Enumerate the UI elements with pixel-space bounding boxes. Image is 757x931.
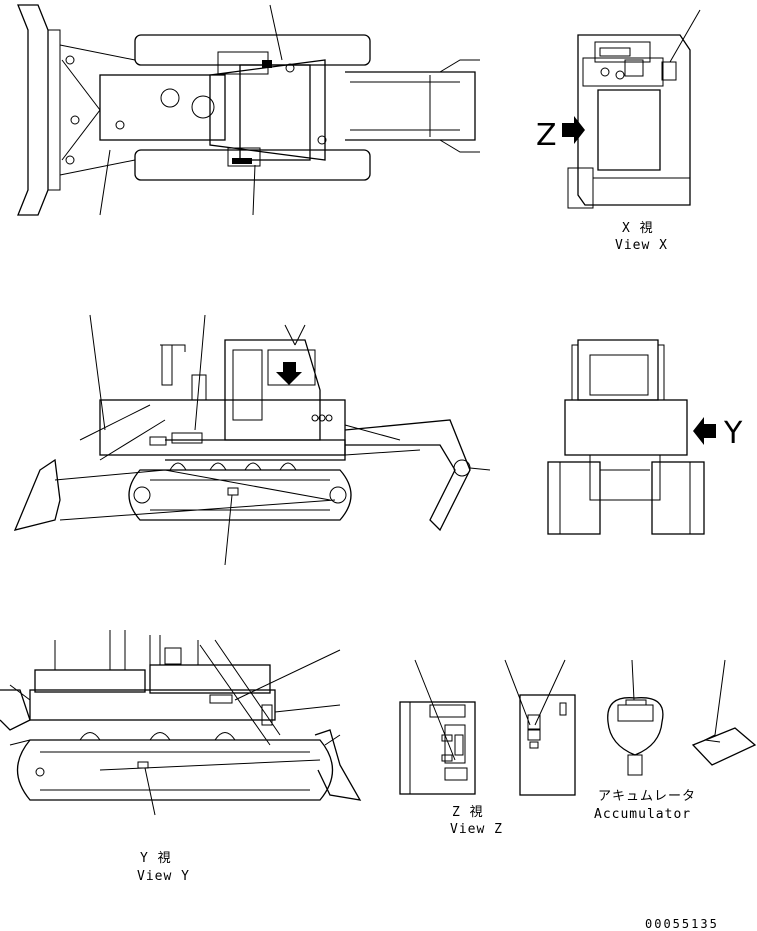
- view-y-diagram: Y 視 View Y: [0, 630, 362, 884]
- accumulator-jp-label: アキュムレータ: [598, 789, 696, 804]
- view-x-diagram: Z X 視 View X: [536, 9, 701, 253]
- view-z-label: View Z: [450, 822, 503, 837]
- view-x-label: View X: [615, 238, 668, 253]
- top-plan-view: [17, 4, 480, 216]
- view-z-diagram: Z 視 View Z: [399, 659, 576, 837]
- accumulator-diagram: アキュムレータ Accumulator: [594, 659, 696, 822]
- side-view-left: [13, 314, 491, 566]
- view-x-jp-label: X 視: [622, 221, 654, 236]
- drawing-number: 00055135: [645, 917, 719, 931]
- marker-y: Y: [723, 416, 743, 451]
- view-z-jp-label: Z 視: [452, 805, 484, 820]
- loose-label-plate: [691, 659, 757, 766]
- view-y-label: View Y: [137, 869, 190, 884]
- view-y-jp-label: Y 視: [140, 851, 172, 866]
- front-view: Y: [547, 339, 743, 535]
- marker-z: Z: [536, 118, 557, 153]
- accumulator-label: Accumulator: [594, 807, 691, 822]
